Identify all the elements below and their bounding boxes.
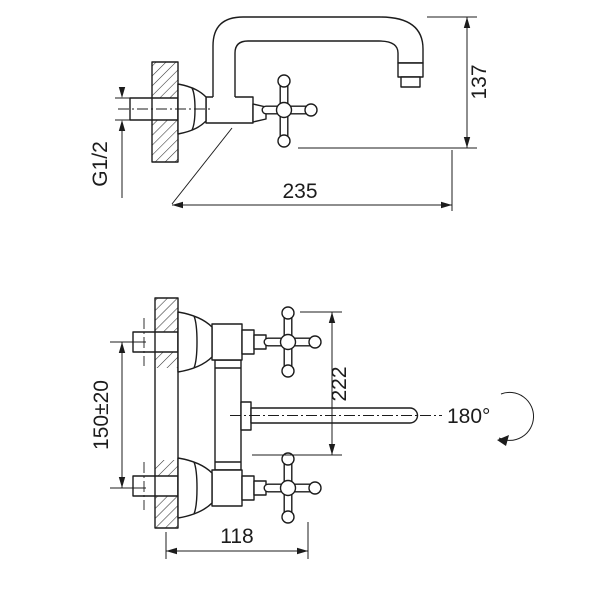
dim-spout-height-label: 137 — [468, 64, 491, 99]
spout-nozzle — [397, 62, 424, 78]
dim-wall-to-handle: 118 — [165, 522, 309, 559]
dim-inlet-spacing: 150±20 — [90, 341, 146, 489]
dim-overall-height: 222 — [252, 311, 351, 456]
swivel-arrow-arc — [498, 391, 535, 441]
dim-spout-height: 137 — [298, 16, 491, 149]
escutcheon — [177, 83, 207, 135]
cross-handle — [252, 74, 318, 148]
dim-wall-to-handle-label: 118 — [220, 525, 253, 548]
dim-inlet-thread: G1/2 — [89, 87, 130, 198]
wall-plate — [132, 297, 179, 529]
swivel-spout — [230, 401, 442, 431]
aerator — [400, 76, 421, 88]
front-view: 180° 222 150±20 — [90, 297, 535, 559]
swivel-angle-label: 180° — [447, 405, 490, 428]
dim-inlet-thread-label: G1/2 — [89, 141, 112, 187]
dim-spout-reach: 235 — [171, 127, 453, 211]
dim-inlet-spacing-label: 150±20 — [90, 380, 113, 450]
mixer-body — [214, 359, 242, 471]
cross-handle-top — [263, 306, 322, 378]
cross-handle-bottom — [263, 452, 322, 524]
dim-overall-height-label: 222 — [328, 366, 351, 401]
spout-pipe — [212, 16, 424, 97]
side-view: 137 235 G1/2 — [89, 16, 491, 211]
valve-top — [177, 306, 322, 378]
valve-body — [205, 96, 254, 124]
wall-section — [129, 61, 179, 163]
swivel-annotation: 180° — [447, 391, 535, 446]
valve-bottom — [177, 452, 322, 524]
dim-spout-reach-label: 235 — [282, 180, 317, 203]
